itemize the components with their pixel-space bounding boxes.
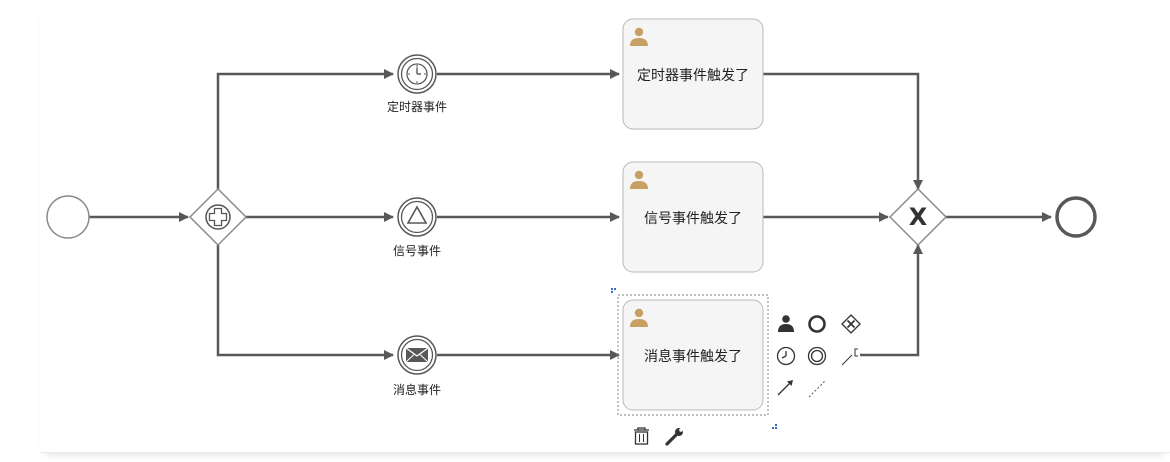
connect-arrow-icon[interactable] (777, 380, 793, 396)
add-user-task-icon[interactable] (778, 315, 794, 332)
add-timer-event-icon[interactable] (776, 346, 796, 366)
user-icon (630, 308, 648, 327)
envelope-icon (405, 347, 429, 363)
exclusive-gateway[interactable]: X (888, 187, 948, 247)
wrench-icon[interactable] (665, 428, 683, 446)
timer-icon (406, 63, 428, 85)
exclusive-gateway-symbol: X (909, 203, 928, 231)
message-event-label: 消息事件 (393, 382, 441, 397)
timer-event-label: 定时器事件 (387, 99, 447, 114)
add-end-event-icon[interactable] (808, 315, 826, 333)
add-intermediate-event-icon[interactable] (807, 346, 827, 366)
flow-message-task-to-join[interactable] (860, 244, 923, 357)
message-event[interactable] (397, 335, 437, 375)
flow-fork-to-message[interactable] (216, 245, 394, 360)
sequence-flows (89, 69, 1052, 360)
user-icon (630, 27, 648, 46)
resize-handle[interactable] (772, 424, 777, 429)
start-event-icon[interactable] (46, 195, 90, 239)
signal-event-label: 信号事件 (393, 244, 441, 258)
task-timer-label: 定时器事件触发了 (637, 68, 749, 84)
task-signal-label: 信号事件触发了 (644, 211, 742, 227)
selection-box (617, 294, 769, 416)
add-text-annotation-icon[interactable] (841, 348, 858, 366)
end-event-icon[interactable] (1055, 196, 1097, 238)
flow-fork-to-timer[interactable] (216, 69, 394, 189)
context-pad (634, 314, 861, 446)
task-message[interactable]: 消息事件触发了 (622, 299, 764, 411)
parallel-gateway[interactable] (188, 187, 248, 247)
flow-timer-task-to-join[interactable] (763, 72, 923, 190)
trash-icon[interactable] (634, 427, 649, 445)
user-icon (630, 170, 648, 189)
add-gateway-icon[interactable] (841, 314, 861, 334)
task-message-label: 消息事件触发了 (644, 348, 742, 365)
signal-event[interactable] (397, 197, 437, 237)
plus-icon (208, 207, 228, 227)
task-signal[interactable]: 信号事件触发了 (622, 161, 764, 273)
timer-event[interactable] (397, 54, 437, 94)
resize-handle[interactable] (611, 288, 616, 293)
association-icon[interactable] (808, 379, 827, 398)
signal-icon (406, 205, 428, 224)
task-timer[interactable]: 定时器事件触发了 (622, 18, 764, 130)
